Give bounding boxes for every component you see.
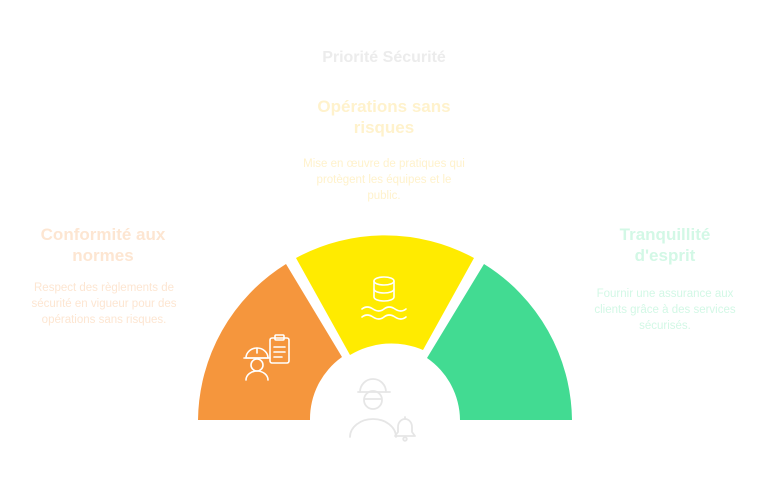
left-description: Respect des règlements de sécurité en vi… (31, 282, 177, 326)
middle-description: Mise en œuvre de pratiques qui protègent… (303, 158, 465, 202)
segment-middle (296, 235, 474, 355)
right-description: Fournir une assurance aux clients grâce … (594, 288, 736, 332)
database-water-icon (361, 276, 407, 320)
segment-right (427, 264, 572, 420)
right-heading: Tranquillité d'esprit (619, 225, 711, 265)
left-heading: Conformité aux normes (40, 225, 166, 265)
worker-clipboard-icon (243, 334, 290, 381)
page-title: Priorité Sécurité (322, 49, 446, 66)
manager-bell-icon (349, 378, 416, 442)
middle-heading: Opérations sans risques (317, 97, 451, 137)
